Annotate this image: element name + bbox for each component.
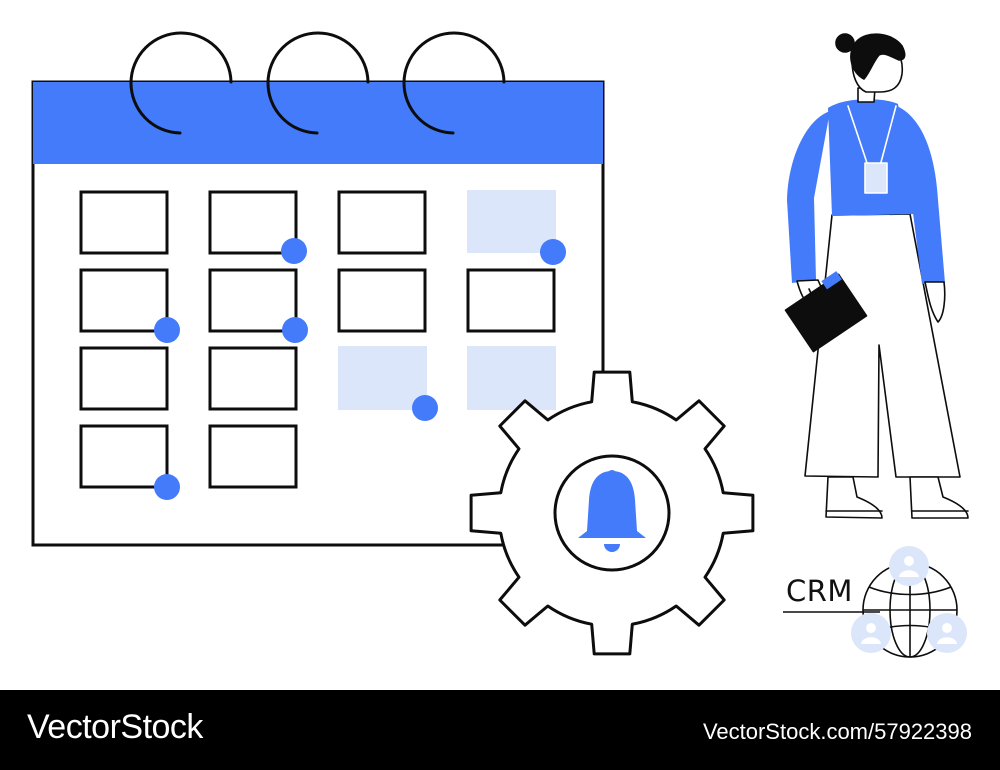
calendar-ring [129,31,233,135]
calendar-cell [208,424,298,489]
crm-label: CRM [786,574,853,608]
calendar-cell-highlighted [338,346,427,410]
calendar-cell [208,268,298,333]
footer-url: VectorStock.com/57922398 [702,719,972,744]
person-figure [784,33,969,519]
calendar-cell [79,190,169,255]
person-pants [804,213,961,478]
gear-icon [469,370,755,656]
event-dot [412,395,438,421]
calendar-icon [31,31,605,547]
bell-icon [578,470,646,552]
illustration [31,31,969,658]
calendar-header [33,82,603,164]
crm-graphic [783,546,967,658]
clipboard [784,271,868,353]
footer-logo: VectorStock [27,708,203,746]
person-torso [828,99,915,216]
person-hair-bun [835,33,855,53]
person-shoe [825,476,883,519]
event-dot [282,317,308,343]
calendar-rings [129,31,506,135]
person-shoe [909,476,969,519]
lanyard [847,105,897,167]
person-arm [787,111,830,283]
calendar-cell [337,190,427,255]
event-markers [154,238,566,500]
event-dot [540,239,566,265]
calendar-cell [79,268,169,333]
calendar-cell [79,424,169,489]
user-icon [851,613,891,653]
calendar-ring [266,31,370,135]
user-icon [927,613,967,653]
calendar-cell [208,346,298,411]
calendar-cell [79,346,169,411]
footer-bar: VectorStock VectorStock.com/57922398 [0,690,1000,770]
event-dot [281,238,307,264]
calendar-ring [402,31,506,135]
user-icon [889,546,929,586]
calendar-cell [337,268,427,333]
event-dot [154,474,180,500]
calendar-cell-highlighted [467,346,556,410]
calendar-grid [79,190,556,489]
person-hand [924,281,946,323]
calendar-cell [466,268,556,333]
event-dot [154,317,180,343]
id-badge [864,162,888,194]
calendar-cell [208,190,298,255]
calendar-cell-highlighted [467,190,556,253]
